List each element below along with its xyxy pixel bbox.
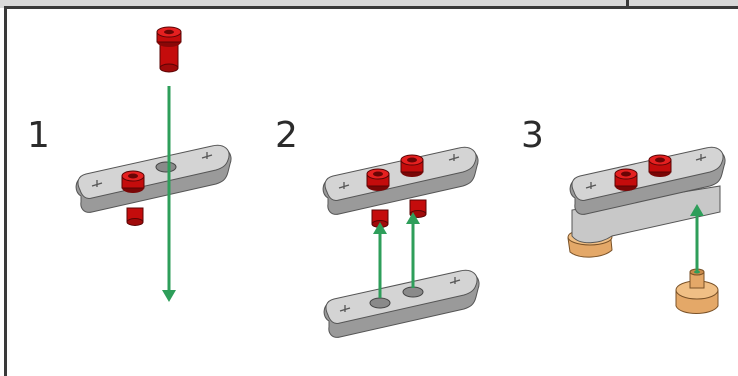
step-2-upper-beam <box>322 146 479 216</box>
step-2-lower-beam <box>323 269 480 339</box>
step-2-hole-2 <box>402 286 424 298</box>
step-3-lower-beam <box>571 185 721 244</box>
step-1-number: 1 <box>27 115 50 156</box>
step-3-number: 3 <box>521 115 544 156</box>
step-2-shaft-1 <box>371 209 389 228</box>
step-1-pin-top <box>156 26 182 73</box>
step-3-pin-2 <box>648 154 672 178</box>
step-1-empty-hole <box>155 161 177 173</box>
step-2-shaft-2 <box>409 199 427 218</box>
step-2-pin-1 <box>366 168 390 192</box>
step-3-tan-bushing <box>675 268 719 314</box>
step-2-number: 2 <box>275 115 298 156</box>
step-3-pin-1 <box>614 168 638 192</box>
step-2-pin-2 <box>400 154 424 178</box>
step-2-hole-1 <box>369 297 391 309</box>
step-1-beam <box>75 144 232 214</box>
step-1-shaft <box>126 207 144 226</box>
step-1-pin-in-beam <box>121 170 145 194</box>
top-divider <box>626 0 629 8</box>
instruction-frame <box>4 6 738 376</box>
top-bar <box>0 0 738 8</box>
